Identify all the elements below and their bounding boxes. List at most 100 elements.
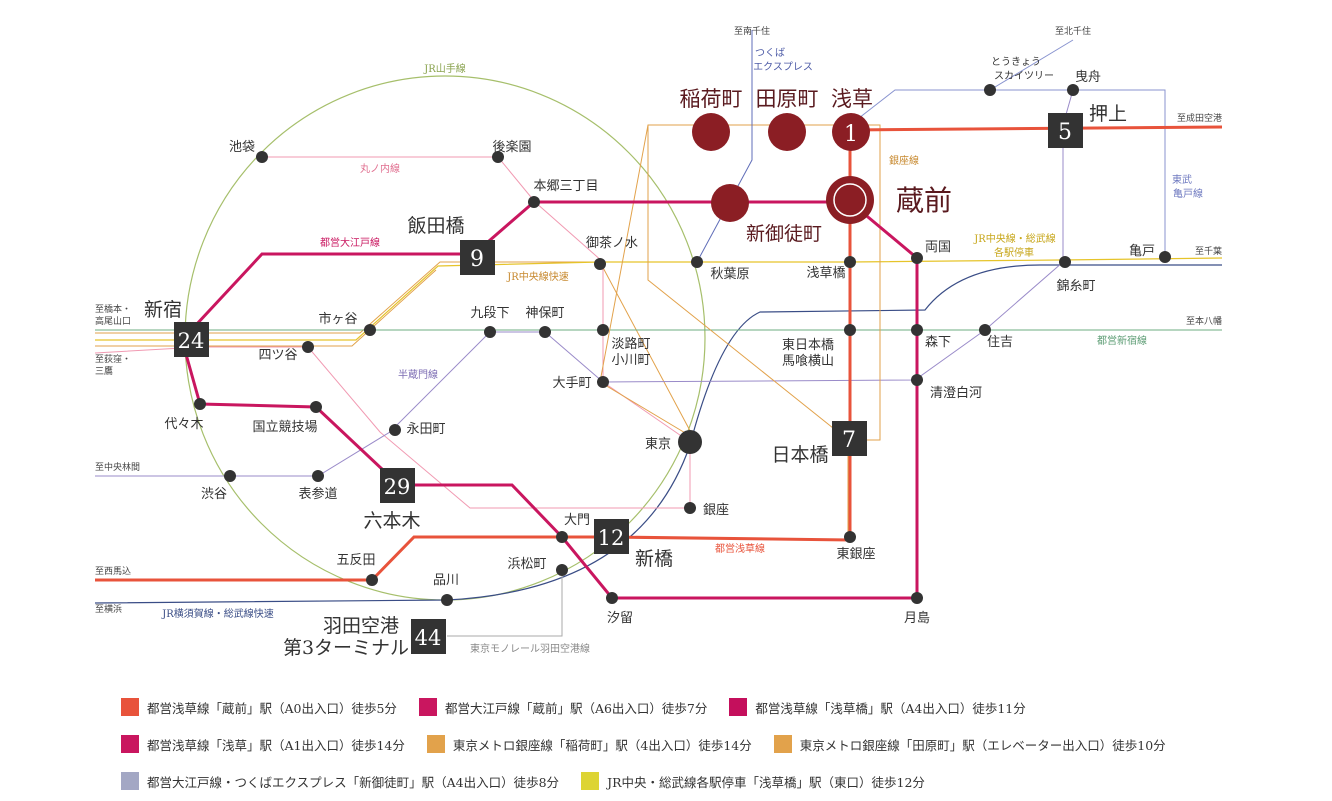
svg-text:29: 29 bbox=[384, 475, 411, 499]
legend-item: 東京メトロ銀座線「稲荷町」駅（4出入口）徒歩14分 bbox=[426, 735, 752, 754]
svg-text:月島: 月島 bbox=[904, 611, 930, 626]
svg-text:都営大江戸線: 都営大江戸線 bbox=[320, 236, 380, 249]
minute-boxes: 5 9 7 24 29 12 44 bbox=[174, 113, 1083, 654]
svg-text:至橋本・: 至橋本・ bbox=[95, 303, 131, 315]
svg-text:9: 9 bbox=[470, 247, 484, 272]
svg-text:東武: 東武 bbox=[1172, 173, 1192, 186]
svg-text:御茶ノ水: 御茶ノ水 bbox=[586, 235, 638, 251]
svg-text:至北千住: 至北千住 bbox=[1055, 25, 1091, 37]
sobu-local-line bbox=[95, 257, 1223, 341]
svg-text:国立競技場: 国立競技場 bbox=[252, 420, 317, 435]
svg-text:清澄白河: 清澄白河 bbox=[930, 385, 982, 401]
svg-text:品川: 品川 bbox=[433, 573, 459, 588]
svg-text:亀戸: 亀戸 bbox=[1129, 244, 1155, 259]
tawaramachi-station bbox=[768, 113, 806, 151]
legend-row-2: 都営浅草線「浅草」駅（A1出入口）徒歩14分 東京メトロ銀座線「稲荷町」駅（4出… bbox=[121, 733, 1188, 755]
kuramae-ring bbox=[833, 183, 867, 217]
svg-text:至本八幡: 至本八幡 bbox=[1186, 315, 1222, 327]
svg-text:東銀座: 東銀座 bbox=[836, 546, 875, 562]
svg-text:至西馬込: 至西馬込 bbox=[95, 566, 131, 577]
svg-text:至横浜: 至横浜 bbox=[95, 603, 122, 615]
legend-row-1: 都営浅草線「蔵前」駅（A0出入口）徒歩5分 都営大江戸線「蔵前」駅（A6出入口）… bbox=[121, 696, 1048, 718]
svg-text:JR山手線: JR山手線 bbox=[423, 62, 466, 75]
legend-swatch bbox=[426, 735, 445, 753]
svg-text:JR横須賀線・総武線快速: JR横須賀線・総武線快速 bbox=[161, 607, 274, 620]
svg-text:至荻窪・: 至荻窪・ bbox=[95, 353, 131, 365]
svg-text:新橋: 新橋 bbox=[635, 548, 673, 570]
legend-swatch bbox=[773, 735, 792, 753]
shin-okachimachi-station bbox=[711, 184, 749, 222]
svg-text:日本橋: 日本橋 bbox=[771, 444, 828, 466]
svg-text:都営新宿線: 都営新宿線 bbox=[1097, 334, 1147, 347]
direction-labels: 至南千住 至北千住 至成田空港 至千葉 至本八幡 至橋本・ 高尾山口 至荻窪・ … bbox=[95, 25, 1222, 615]
svg-text:田原町: 田原町 bbox=[756, 87, 819, 111]
svg-text:浅草橋: 浅草橋 bbox=[806, 266, 845, 281]
asakusa-station bbox=[832, 113, 870, 151]
svg-text:錦糸町: 錦糸町 bbox=[1056, 278, 1095, 294]
svg-text:東日本橋: 東日本橋 bbox=[782, 337, 834, 353]
svg-text:とうきょう: とうきょう bbox=[991, 56, 1041, 68]
svg-text:至中央林間: 至中央林間 bbox=[95, 461, 140, 473]
svg-text:5: 5 bbox=[1058, 120, 1072, 145]
svg-text:羽田空港: 羽田空港 bbox=[323, 615, 399, 637]
oedo-line bbox=[180, 200, 919, 600]
svg-text:表参道: 表参道 bbox=[298, 486, 337, 502]
svg-text:曳舟: 曳舟 bbox=[1075, 70, 1101, 85]
legend-swatch bbox=[121, 772, 139, 790]
station-labels: 池袋 後楽園 本郷三丁目 飯田橋 御茶ノ水 秋葉原 浅草橋 両国 亀戸 錦糸町 … bbox=[144, 56, 1155, 659]
legend-row-3: 都営大江戸線・つくばエクスプレス「新御徒町」駅（A4出入口）徒歩8分 JR中央・… bbox=[121, 770, 947, 792]
asakusa-minutes: 1 bbox=[844, 122, 858, 147]
tsukuba-line bbox=[696, 30, 753, 263]
legend-item: 東京メトロ銀座線「田原町」駅（エレベーター出入口）徒歩10分 bbox=[773, 735, 1166, 754]
svg-text:汐留: 汐留 bbox=[607, 610, 633, 626]
svg-text:JR中央線快速: JR中央線快速 bbox=[506, 270, 569, 283]
legend-text: 東京メトロ銀座線「稲荷町」駅（4出入口）徒歩14分 bbox=[452, 737, 752, 753]
yokosuka-line bbox=[94, 264, 1222, 604]
legend-item: 都営浅草線「蔵前」駅（A0出入口）徒歩5分 bbox=[121, 698, 397, 717]
station-dots bbox=[194, 84, 1171, 606]
svg-text:代々木: 代々木 bbox=[164, 417, 203, 432]
svg-text:亀戸線: 亀戸線 bbox=[1173, 187, 1203, 200]
svg-text:蔵前: 蔵前 bbox=[896, 184, 952, 217]
svg-text:第3ターミナル: 第3ターミナル bbox=[283, 637, 409, 659]
legend-swatch bbox=[121, 698, 139, 716]
svg-text:小川町: 小川町 bbox=[611, 353, 650, 368]
svg-text:JR中央線・総武線: JR中央線・総武線 bbox=[973, 232, 1056, 245]
svg-text:五反田: 五反田 bbox=[336, 553, 375, 568]
svg-text:至南千住: 至南千住 bbox=[734, 25, 770, 37]
svg-text:後楽園: 後楽園 bbox=[492, 139, 531, 155]
svg-text:44: 44 bbox=[415, 626, 442, 650]
svg-text:銀座: 銀座 bbox=[703, 503, 729, 518]
svg-text:三鷹: 三鷹 bbox=[95, 365, 113, 377]
svg-text:四ツ谷: 四ツ谷 bbox=[258, 348, 297, 363]
svg-text:九段下: 九段下 bbox=[470, 306, 509, 321]
kuramae-station bbox=[826, 176, 874, 224]
svg-text:東京: 東京 bbox=[645, 436, 671, 452]
svg-text:馬喰横山: 馬喰横山 bbox=[782, 353, 834, 369]
svg-text:神保町: 神保町 bbox=[525, 306, 564, 321]
svg-text:高尾山口: 高尾山口 bbox=[95, 315, 131, 327]
legend-text: 東京メトロ銀座線「田原町」駅（エレベーター出入口）徒歩10分 bbox=[799, 737, 1166, 753]
line-labels: JR山手線 丸ノ内線 都営大江戸線 JR中央線快速 半蔵門線 銀座線 つくば エ… bbox=[161, 47, 1203, 655]
svg-text:淡路町: 淡路町 bbox=[611, 336, 650, 352]
tobu-line bbox=[849, 89, 1166, 258]
svg-text:池袋: 池袋 bbox=[229, 140, 255, 155]
legend-text: 都営浅草線「浅草」駅（A1出入口）徒歩14分 bbox=[147, 737, 405, 753]
legend-item: 都営大江戸線「蔵前」駅（A6出入口）徒歩7分 bbox=[418, 698, 708, 717]
svg-text:東京モノレール羽田空港線: 東京モノレール羽田空港線 bbox=[470, 642, 590, 655]
svg-text:住吉: 住吉 bbox=[987, 335, 1013, 350]
legend-swatch bbox=[418, 698, 437, 716]
legend-item: 都営浅草線「浅草橋」駅（A4出入口）徒歩11分 bbox=[729, 698, 1026, 717]
svg-text:新御徒町: 新御徒町 bbox=[746, 223, 822, 245]
legend-item: 都営浅草線「浅草」駅（A1出入口）徒歩14分 bbox=[121, 735, 405, 754]
svg-text:半蔵門線: 半蔵門線 bbox=[398, 368, 438, 381]
svg-text:12: 12 bbox=[598, 526, 625, 550]
inaricho-station bbox=[692, 113, 730, 151]
svg-text:稲荷町: 稲荷町 bbox=[680, 87, 743, 111]
svg-text:本郷三丁目: 本郷三丁目 bbox=[533, 179, 598, 194]
legend-swatch bbox=[581, 772, 600, 790]
svg-text:つくば: つくば bbox=[755, 47, 785, 59]
legend-text: 都営大江戸線「蔵前」駅（A6出入口）徒歩7分 bbox=[444, 700, 708, 716]
legend-swatch bbox=[121, 735, 139, 753]
